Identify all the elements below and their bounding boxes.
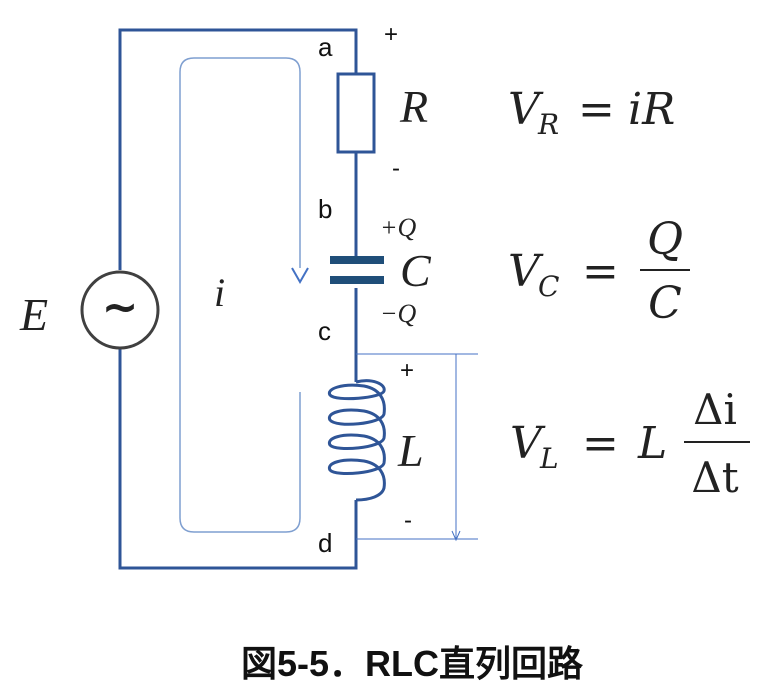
node-label-a: a xyxy=(318,32,333,62)
figure-caption: 図5-5．RLC直列回路 xyxy=(241,643,584,684)
equation-vc-op: = xyxy=(582,246,619,297)
current-arrow-icon xyxy=(291,267,309,285)
resistor-symbol xyxy=(336,72,376,154)
equation-vc: V C = Q C xyxy=(508,214,690,329)
node-label-c: c xyxy=(318,316,331,346)
inductor-label: L xyxy=(397,425,424,476)
equation-vl-numerator: Δi xyxy=(693,385,737,434)
capacitor-plate-bottom xyxy=(330,276,384,284)
dimension-arrow-icon xyxy=(451,530,461,542)
equation-vc-sub: C xyxy=(538,270,559,303)
left-wire-top xyxy=(118,28,358,270)
node-label-b: b xyxy=(318,194,332,224)
capacitor-charge-bottom: −Q xyxy=(380,299,417,328)
ac-symbol-icon: ~ xyxy=(102,282,139,333)
circuit-wires xyxy=(118,28,358,570)
equation-vl-op: = xyxy=(582,418,619,469)
equation-vl: V L = L Δi Δt xyxy=(510,385,750,502)
source-label: E xyxy=(19,289,48,340)
ac-source-circle xyxy=(80,270,160,350)
inductor-plus-sign: + xyxy=(400,357,414,384)
equation-vl-lhs: V xyxy=(510,418,546,469)
equation-vc-lhs: V xyxy=(508,246,544,297)
node-label-d: d xyxy=(318,528,332,558)
equation-vl-coef: L xyxy=(637,418,667,469)
equation-vr-lhs: V xyxy=(508,84,544,135)
equation-vl-sub: L xyxy=(539,442,559,475)
equation-vr-sub: R xyxy=(537,108,559,141)
equation-vr-rhs: iR xyxy=(628,84,675,135)
inductor-minus-sign: - xyxy=(404,507,412,534)
ac-source: ~ xyxy=(80,270,160,350)
equation-vr-op: = xyxy=(578,84,615,135)
capacitor-charge-top: +Q xyxy=(380,213,417,242)
capacitor-symbol xyxy=(330,256,384,284)
equation-vr: V R = iR xyxy=(508,84,675,141)
resistor-minus-sign: - xyxy=(392,155,400,182)
inductor-voltage-dimension xyxy=(356,353,478,542)
capacitor-label: C xyxy=(400,245,432,296)
current-label: i xyxy=(214,270,225,315)
inductor-coil xyxy=(327,379,386,502)
capacitor-plate-top xyxy=(330,256,384,264)
equation-vc-denominator: C xyxy=(648,278,682,329)
equation-vc-numerator: Q xyxy=(647,214,683,265)
resistor-plus-sign: + xyxy=(384,21,398,48)
current-loop xyxy=(179,57,301,533)
equation-vl-denominator: Δt xyxy=(691,453,738,502)
right-wire-bottom xyxy=(118,348,358,570)
resistor-label: R xyxy=(399,81,428,132)
